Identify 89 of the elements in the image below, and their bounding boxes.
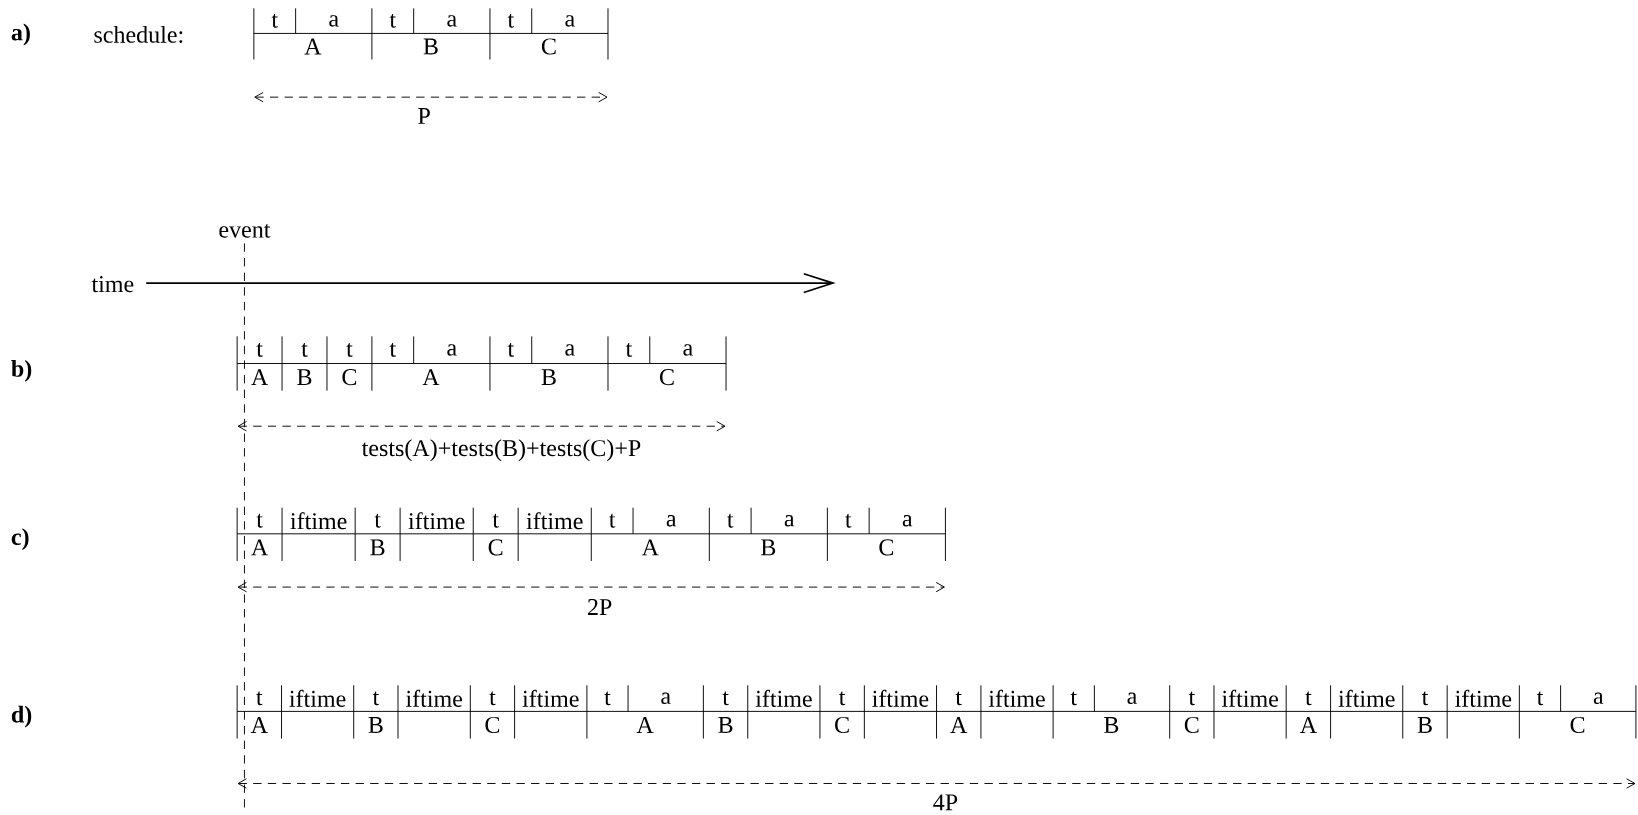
task-label: A bbox=[1300, 717, 1317, 733]
text-label: schedule: bbox=[94, 26, 183, 44]
slot-label: iftime bbox=[872, 689, 929, 707]
task-label: C bbox=[835, 717, 849, 734]
slot-label: t bbox=[955, 691, 962, 706]
task-label: A bbox=[636, 717, 654, 733]
slot-label: t bbox=[1305, 691, 1312, 706]
slot-label: t bbox=[507, 343, 514, 357]
task-label: C bbox=[342, 369, 357, 386]
task-label: C bbox=[879, 539, 894, 556]
task-label: B bbox=[541, 369, 556, 386]
slot-label: a bbox=[565, 344, 575, 356]
slot-label: t bbox=[1188, 691, 1196, 706]
dimension-label: 4P bbox=[933, 794, 958, 811]
task-label: C bbox=[541, 38, 556, 55]
task-label: A bbox=[251, 369, 269, 386]
slot-label: t bbox=[256, 691, 263, 706]
slot-label: iftime bbox=[405, 689, 463, 707]
slot-label: iftime bbox=[522, 689, 579, 707]
slot-label: t bbox=[256, 343, 263, 357]
task-label: C bbox=[1570, 717, 1585, 734]
slot-label: iftime bbox=[289, 689, 346, 707]
slot-label: t bbox=[604, 691, 611, 706]
task-label: C bbox=[660, 369, 674, 386]
row-label: b) bbox=[11, 360, 32, 382]
slot-label: iftime bbox=[1338, 689, 1395, 707]
slot-label: iftime bbox=[1455, 689, 1512, 707]
slot-label: t bbox=[1070, 691, 1077, 706]
slot-label: t bbox=[372, 691, 380, 706]
slot-label: a bbox=[447, 344, 457, 356]
task-label: B bbox=[297, 369, 312, 386]
slot-label: a bbox=[666, 515, 677, 527]
dimension-label: event bbox=[219, 224, 271, 238]
slot-label: iftime bbox=[290, 512, 347, 530]
slot-label: t bbox=[374, 513, 381, 528]
row-label: c) bbox=[11, 528, 29, 550]
task-label: B bbox=[718, 717, 733, 733]
slot-label: a bbox=[1593, 692, 1604, 705]
slot-label: a bbox=[683, 344, 693, 356]
slot-label: iftime bbox=[988, 689, 1045, 707]
task-label: A bbox=[950, 717, 968, 733]
slot-label: t bbox=[492, 513, 499, 528]
dimension-label: time bbox=[91, 276, 134, 293]
task-label: A bbox=[250, 717, 268, 733]
slot-label: iftime bbox=[1221, 689, 1278, 707]
task-label: A bbox=[422, 369, 440, 386]
slot-label: t bbox=[301, 343, 308, 357]
slot-label: t bbox=[1421, 691, 1429, 706]
slot-label: t bbox=[271, 14, 278, 28]
slot-label: a bbox=[661, 692, 671, 705]
slot-label: a bbox=[447, 15, 457, 27]
row-label: d) bbox=[11, 705, 32, 728]
slot-label: t bbox=[727, 513, 734, 528]
row-label: a) bbox=[11, 23, 30, 46]
slot-label: a bbox=[329, 15, 339, 27]
task-label: B bbox=[1104, 717, 1119, 733]
task-label: A bbox=[641, 539, 659, 556]
task-label: B bbox=[423, 38, 438, 55]
task-label: B bbox=[1417, 717, 1432, 733]
slot-label: a bbox=[565, 15, 575, 27]
task-label: C bbox=[485, 717, 500, 734]
task-label: B bbox=[368, 717, 383, 733]
task-label: B bbox=[370, 539, 385, 556]
slot-label: t bbox=[625, 343, 633, 357]
slot-label: t bbox=[507, 14, 514, 28]
slot-label: t bbox=[346, 343, 353, 357]
slot-label: t bbox=[722, 691, 729, 706]
slot-label: t bbox=[839, 691, 846, 706]
task-label: C bbox=[1184, 717, 1199, 734]
dimension-label: P bbox=[418, 108, 430, 124]
task-label: A bbox=[304, 38, 322, 55]
slot-label: a bbox=[784, 515, 795, 527]
slot-label: iftime bbox=[755, 689, 812, 707]
task-label: B bbox=[761, 539, 776, 556]
slot-label: t bbox=[389, 343, 396, 357]
slot-label: t bbox=[1536, 691, 1544, 706]
slot-label: iftime bbox=[408, 512, 465, 530]
slot-label: t bbox=[489, 691, 496, 706]
slot-label: t bbox=[845, 513, 852, 528]
slot-label: t bbox=[256, 513, 263, 528]
slot-label: t bbox=[609, 513, 616, 528]
slot-label: t bbox=[389, 14, 396, 28]
slot-label: a bbox=[1127, 692, 1137, 705]
task-label: A bbox=[251, 539, 269, 556]
task-label: C bbox=[488, 539, 503, 556]
dimension-label: 2P bbox=[588, 599, 612, 615]
dimension-label: tests(A)+tests(B)+tests(C)+P bbox=[361, 439, 641, 462]
slot-label: a bbox=[902, 515, 913, 527]
slot-label: iftime bbox=[526, 512, 583, 530]
